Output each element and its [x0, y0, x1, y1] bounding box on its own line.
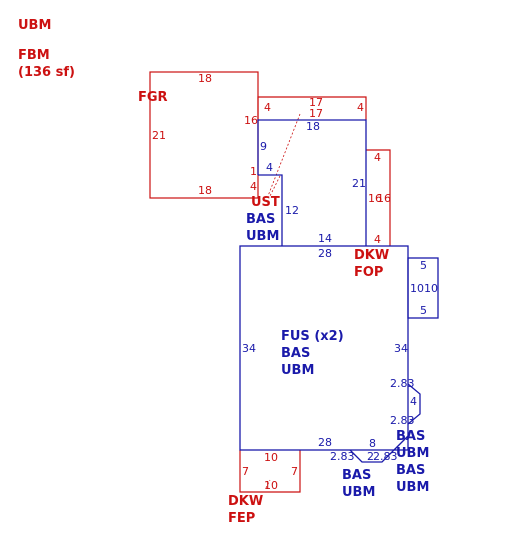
top-strip-outline	[257, 96, 367, 120]
dim-box-top: 5	[420, 259, 427, 272]
area-main-ubm: UBM	[281, 363, 314, 378]
dim-fgr-left: 21	[152, 129, 166, 142]
dim-fep-right: 7	[291, 465, 298, 478]
dim-fep-bottom: 10	[264, 479, 278, 492]
dim-bay-b: 4	[410, 395, 417, 408]
legend-fbm-area: (136 sf)	[18, 65, 75, 80]
dim-topstrip-right: 4	[357, 101, 364, 114]
area-right-ubm-1: UBM	[396, 446, 429, 461]
dim-ust-side: 12	[285, 204, 299, 217]
area-fus: FUS (x2)	[281, 329, 344, 344]
dim-bay-a: 2.83	[390, 377, 415, 390]
dim-main-top: 28	[318, 247, 332, 260]
dim-ust-right: 21	[352, 177, 366, 190]
right-box-outline	[407, 257, 439, 319]
dim-bottom-2a: 2	[367, 450, 374, 463]
dim-fop-a: 16	[368, 192, 382, 205]
area-right-ubm-2: UBM	[396, 480, 429, 495]
dim-box-right: 10	[424, 282, 438, 295]
dim-bottom-283b: 2.83	[373, 450, 398, 463]
dim-fop-b: 16	[377, 192, 391, 205]
dim-fep-top: 10	[264, 451, 278, 464]
fop-outline	[366, 149, 391, 246]
dim-topstrip-left: 4	[264, 101, 271, 114]
bottom-bay-outline	[349, 449, 395, 463]
area-bottom-bas: BAS	[342, 468, 371, 483]
area-fgr: FGR	[138, 90, 168, 105]
dim-fgr-top: 18	[198, 72, 212, 85]
area-ust-bas: BAS	[246, 212, 275, 227]
dim-bottom-8: 8	[369, 437, 376, 450]
area-dkw-bottom: DKW	[228, 494, 263, 509]
dim-fgr-four: 4	[250, 180, 257, 193]
dim-fgr-bottom: 18	[198, 184, 212, 197]
dim-box-left: 10	[410, 282, 424, 295]
fep-dash	[265, 479, 271, 489]
dim-bottom-283a: 2.83	[330, 450, 355, 463]
area-fop: FOP	[354, 265, 383, 280]
fep-outline	[239, 450, 301, 493]
area-dkw-top: DKW	[354, 248, 389, 263]
area-ust: UST	[251, 195, 280, 210]
dim-fep-left: 7	[242, 465, 249, 478]
dim-ust-left: 9	[260, 140, 267, 153]
dim-ust-bottom: 14	[318, 232, 332, 245]
dim-fop-top: 4	[374, 151, 381, 164]
dim-main-left: 34	[242, 342, 256, 355]
dim-bay-c: 2.83	[390, 414, 415, 427]
dim-fgr-right: 16	[244, 114, 258, 127]
dim-fop-bottom: 4	[374, 233, 381, 246]
dim-topstrip-top2: 17	[309, 107, 323, 120]
legend-ubm: UBM	[18, 18, 51, 33]
ust-diagonal-dash	[267, 113, 301, 197]
dim-box-bottom: 5	[420, 304, 427, 317]
legend-fbm: FBM	[18, 48, 50, 63]
dim-ust-top: 18	[306, 120, 320, 133]
dim-main-bottom: 28	[318, 436, 332, 449]
bottom-corner-outline	[393, 435, 409, 451]
area-right-bas-1: BAS	[396, 429, 425, 444]
ust-outline	[257, 119, 367, 246]
area-bottom-ubm: UBM	[342, 485, 375, 500]
area-ust-ubm: UBM	[246, 229, 279, 244]
area-main-bas: BAS	[281, 346, 310, 361]
dim-topstrip-top1: 17	[309, 96, 323, 109]
dim-main-right: 34	[394, 342, 408, 355]
right-bay-outline	[407, 383, 421, 425]
ust-step-outline	[258, 174, 283, 246]
area-right-bas-2: BAS	[396, 463, 425, 478]
dim-fgr-one: 1	[250, 165, 257, 178]
dim-ust-step: 4	[266, 161, 273, 174]
area-fep: FEP	[228, 511, 255, 526]
